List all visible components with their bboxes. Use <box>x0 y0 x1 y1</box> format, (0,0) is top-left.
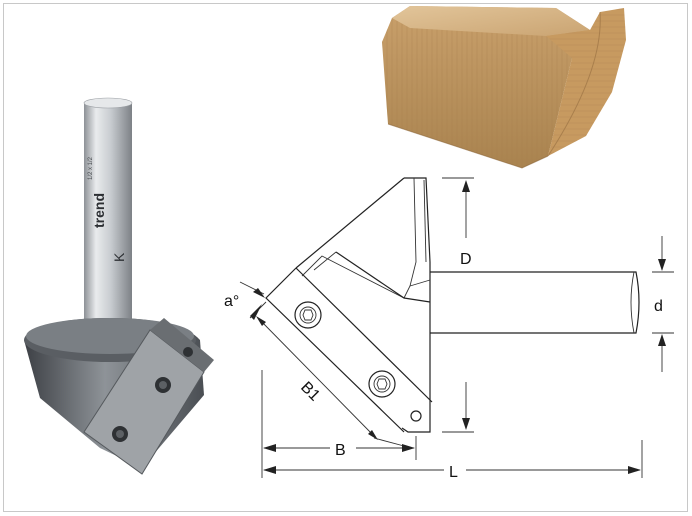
label-d-upper: D <box>460 251 472 268</box>
shank-brand-text: trend <box>91 193 107 228</box>
router-bit-photo <box>24 97 214 475</box>
cutter-line-drawing <box>265 177 640 433</box>
shank-fine-print: 1/2 x 1/2 <box>88 156 94 180</box>
wood-sample-image <box>382 6 626 169</box>
shank-mark-text: K <box>111 252 127 262</box>
label-l: L <box>449 464 458 481</box>
label-b1: B1 <box>297 379 323 405</box>
dimension-lines <box>239 177 674 478</box>
label-a-angle: a° <box>224 293 239 310</box>
label-d-lower: d <box>654 298 663 315</box>
label-b: B <box>335 442 346 459</box>
